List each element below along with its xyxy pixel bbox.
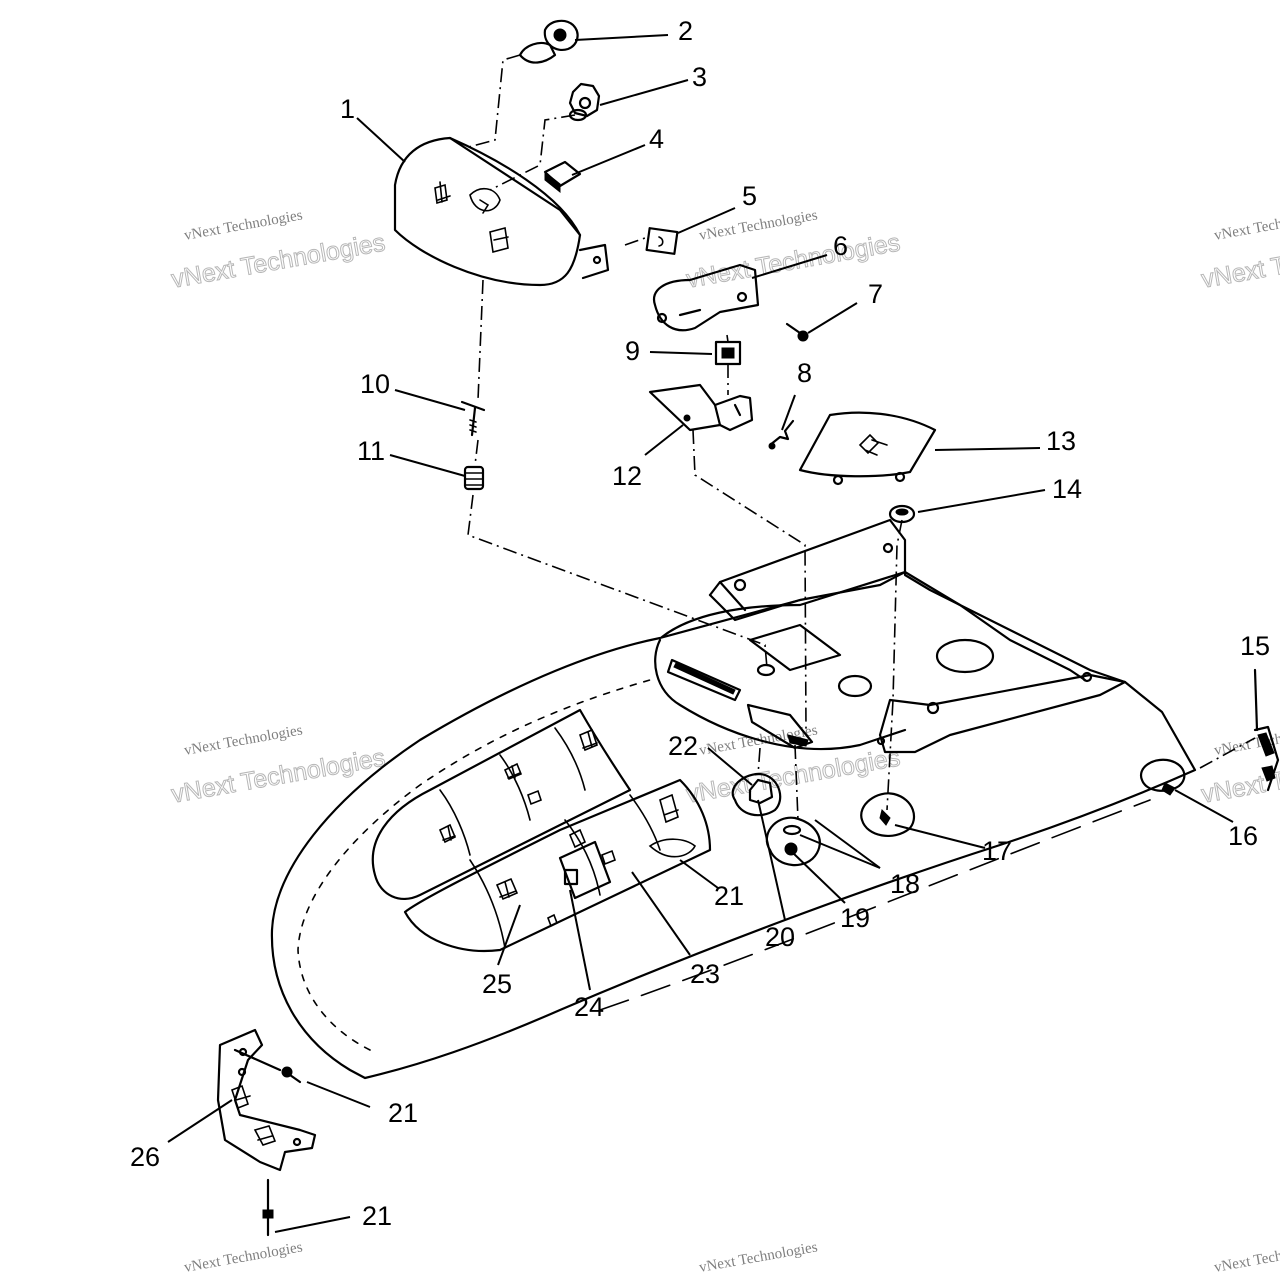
dash-panel-part-1 [393,136,610,287]
watermark: vNext Technologies vNext Technologies [169,722,388,809]
screw-part-7 [785,322,809,342]
nut-part-9 [714,340,742,366]
callout-21-c: 21 [362,1201,392,1231]
callout-21-b: 21 [388,1098,418,1128]
tail-bracket-part-26 [216,1028,317,1172]
watermark: vNext Technologies vNext Technologies [1199,207,1280,294]
watermark: vNext Technologies vNext Technologies [169,207,388,294]
callout-25: 25 [482,969,512,999]
watermark: vNext Technologies vNext Technologies [1199,722,1280,809]
callout-1: 1 [340,94,355,124]
callout-15: 15 [1240,631,1270,661]
callout-19: 19 [840,903,870,933]
spring-part-11 [463,465,485,491]
switch-part-3 [568,82,601,122]
callout-3: 3 [692,62,707,92]
clip-part-8 [768,419,795,450]
svg-text:vNext Technologies: vNext Technologies [183,722,304,759]
callout-10: 10 [360,369,390,399]
callout-16: 16 [1228,821,1258,851]
callout-4: 4 [649,124,664,154]
callout-6: 6 [833,231,848,261]
watermark: vNext Technologies [1213,1239,1280,1276]
callout-8: 8 [797,358,812,388]
svg-text:vNext Technologies: vNext Technologies [1213,207,1280,244]
lens-part-13 [798,411,937,486]
watermark: vNext Technologies vNext Technologies [684,722,903,809]
switch-part-2 [518,19,579,64]
callout-5: 5 [742,181,757,211]
plate-part-5 [645,227,679,255]
callout-24: 24 [574,992,604,1022]
svg-text:vNext Technologies: vNext Technologies [183,207,304,244]
callout-13: 13 [1046,426,1076,456]
callout-20: 20 [765,922,795,952]
callout-9: 9 [625,336,640,366]
hood-body [270,518,1197,1080]
fastener-part-21-upper [281,1066,302,1084]
callout-21-a: 21 [714,881,744,911]
mount-bracket-part-12 [648,383,754,432]
assembly-lines [464,54,1256,821]
callout-11: 11 [357,436,385,466]
bolt-part-15 [1253,668,1280,792]
callout-7: 7 [868,279,883,309]
leader-lines [167,34,1234,1233]
callout-18: 18 [890,869,920,899]
grommet-part-14 [888,504,916,524]
callout-12: 12 [612,461,642,491]
svg-text:vNext Technologies: vNext Technologies [698,207,819,244]
fastener-part-21-lower [262,1178,274,1237]
svg-text:vNext Technologies: vNext Technologies [1213,1239,1280,1276]
callout-23: 23 [690,959,720,989]
callout-26: 26 [130,1142,160,1172]
callout-2: 2 [678,16,693,46]
callout-17: 17 [982,836,1012,866]
watermark: vNext Technologies [698,1239,819,1276]
callout-labels: 1 2 3 4 5 6 7 8 9 10 11 12 13 14 15 16 1… [130,16,1270,1231]
pin-part-10 [460,400,486,437]
watermark: vNext Technologies [183,1239,304,1276]
callout-14: 14 [1052,474,1082,504]
svg-text:vNext Technologies: vNext Technologies [183,1239,304,1276]
callout-22: 22 [668,731,698,761]
svg-text:vNext Technologies: vNext Technologies [698,1239,819,1276]
indicator-part-4 [543,160,582,194]
bracket-part-6 [652,263,760,332]
